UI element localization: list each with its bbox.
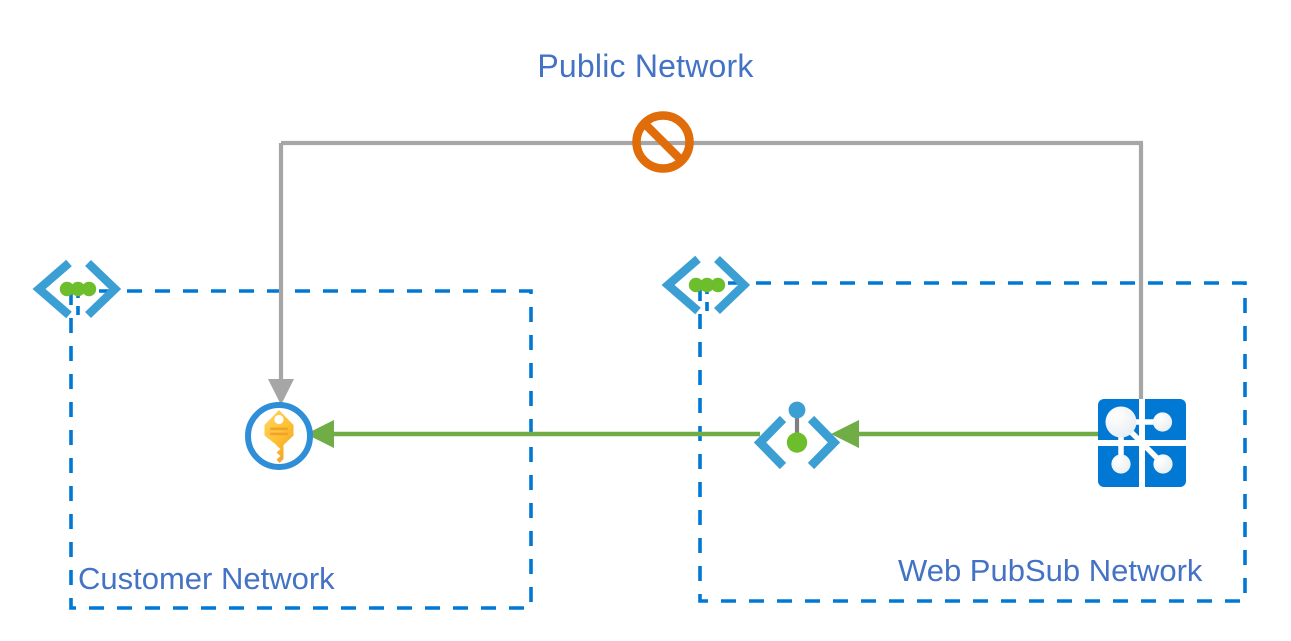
zone-customer-network bbox=[69, 289, 533, 610]
blocked-public-path bbox=[267, 140, 1144, 410]
webpubsub-network-boundary bbox=[698, 281, 1247, 603]
zone-webpubsub-network bbox=[698, 281, 1247, 603]
virtual-network-icon-customer bbox=[32, 259, 122, 322]
no-entry-icon bbox=[632, 111, 694, 173]
customer-network-boundary bbox=[69, 289, 533, 610]
key-icon bbox=[245, 402, 313, 470]
customer-network-label: Customer Network bbox=[78, 561, 335, 596]
virtual-network-icon-webpubsub bbox=[661, 255, 751, 318]
private-endpoint-icon bbox=[753, 401, 841, 470]
public-network-title: Public Network bbox=[537, 48, 754, 84]
web-pubsub-icon bbox=[1098, 399, 1186, 487]
webpubsub-network-label: Web PubSub Network bbox=[898, 553, 1203, 588]
